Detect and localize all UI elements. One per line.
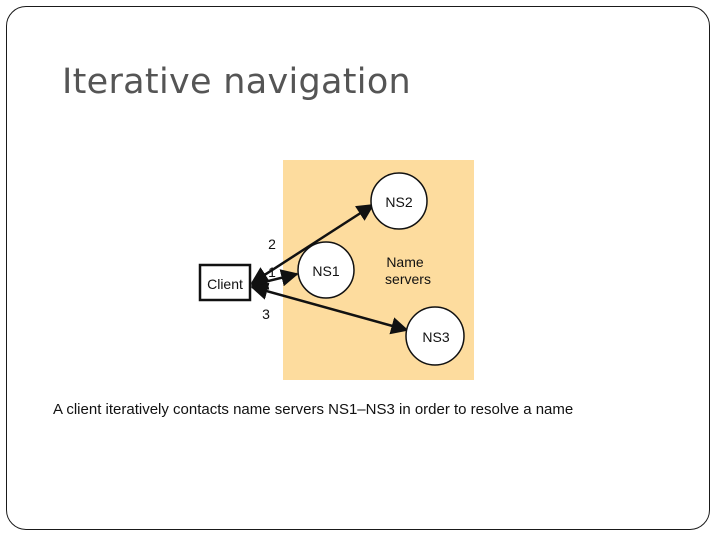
ns2-label: NS2 — [385, 194, 412, 210]
figure-caption: A client iteratively contacts name serve… — [53, 401, 574, 418]
ns3-node — [405, 306, 465, 366]
ns1-node — [297, 241, 355, 299]
step3-arrow — [250, 282, 409, 335]
slide-frame — [6, 6, 710, 530]
client-label: Client — [207, 276, 243, 292]
name-servers-label-line2: servers — [385, 271, 431, 287]
ns3-label: NS3 — [422, 329, 449, 345]
ns1-label: NS1 — [312, 263, 339, 279]
step1-number: 1 — [268, 264, 276, 280]
name-servers-label-line1: Name — [386, 254, 424, 270]
ns2-node — [370, 172, 428, 230]
client-box — [198, 263, 252, 302]
step2-number: 2 — [268, 236, 276, 252]
slide-title: Iterative navigation — [62, 62, 412, 102]
step3-number: 3 — [262, 306, 270, 322]
